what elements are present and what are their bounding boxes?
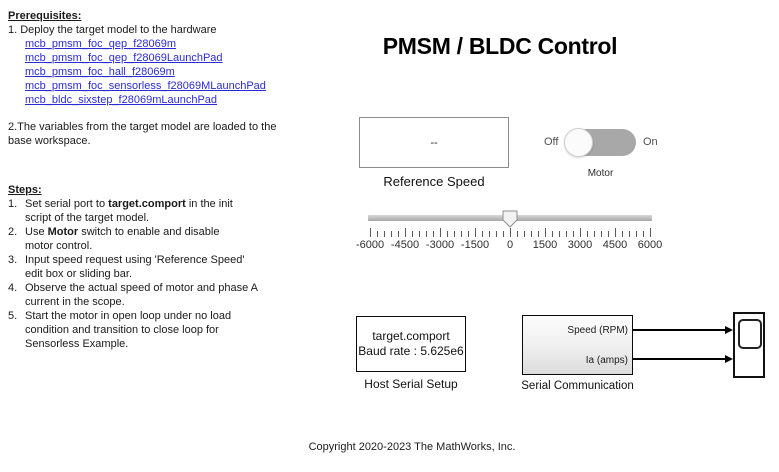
step-item-4: 4.Observe the actual speed of motor and … [8,282,258,308]
slider-tick-label: 0 [506,239,514,251]
slider-tick-label: -6000 [355,239,385,251]
prereq-model-links: mcb_pmsm_foc_qep_f28069m mcb_pmsm_foc_qe… [8,37,338,107]
host-serial-baudrate: Baud rate : 5.625e6 [358,344,464,358]
arrowhead-icon [725,326,733,334]
host-serial-setup-label: Host Serial Setup [364,377,458,391]
link-mcb-pmsm-foc-hall-f28069m[interactable]: mcb_pmsm_foc_hall_f28069m [25,66,175,78]
reference-speed-label: Reference Speed [383,174,485,189]
host-serial-setup-block[interactable]: target.comport Baud rate : 5.625e6 [356,316,466,372]
slider-tick-label: -4500 [390,239,420,251]
prereq-item-2: 2.The variables from the target model ar… [8,121,277,147]
slider-tick-label: -1500 [460,239,490,251]
link-mcb-bldc-sixstep-f28069mlaunchpad[interactable]: mcb_bldc_sixstep_f28069mLaunchPad [25,94,218,106]
slider-tick-label: 4500 [602,239,628,251]
step-item-5: 5.Start the motor in open loop under no … [8,310,232,350]
page-title: PMSM / BLDC Control [382,33,618,59]
slider-ticks [370,228,651,237]
motor-switch-off-label: Off [544,136,559,148]
motor-toggle-knob[interactable] [564,128,593,157]
host-serial-comport: target.comport [372,329,450,343]
step-item-3: 3.Input speed request using 'Reference S… [8,254,245,280]
link-mcb-pmsm-foc-qep-f28069launchpad[interactable]: mcb_pmsm_foc_qep_f28069LaunchPad [25,52,223,64]
serial-communication-label: Serial Communication [521,380,634,392]
speed-slider-thumb[interactable] [502,210,518,228]
link-mcb-pmsm-foc-qep-f28069m[interactable]: mcb_pmsm_foc_qep_f28069m [25,38,177,50]
signal-wire-speed [633,329,726,331]
link-mcb-pmsm-foc-sensorless-f28069mlaunchpad[interactable]: mcb_pmsm_foc_sensorless_f28069MLaunchPad [25,80,266,92]
reference-speed-input[interactable]: -- [359,117,509,168]
copyright-text: Copyright 2020-2023 The MathWorks, Inc. [308,441,516,453]
steps-heading: Steps: [8,184,42,196]
step-item-2: 2.Use Motor switch to enable and disable… [8,226,220,252]
scope-block[interactable] [733,312,765,378]
motor-switch-on-label: On [643,136,658,148]
prereq-item-1: 1. Deploy the target model to the hardwa… [8,24,217,36]
slider-tick-label: 3000 [567,239,593,251]
prerequisites-heading: Prerequisites: [8,10,82,22]
output-port-ia: Ia (amps) [585,355,628,366]
slider-tick-label: 1500 [532,239,558,251]
motor-toggle-switch[interactable] [564,128,636,157]
step-item-1: 1.Set serial port to target.comport in t… [8,198,233,224]
signal-wire-ia [633,358,726,360]
output-port-speed: Speed (RPM) [567,325,628,336]
serial-communication-block[interactable]: Speed (RPM) Ia (amps) [522,315,633,375]
slider-tick-label: -3000 [425,239,455,251]
annotation-text: Prerequisites: 1. Deploy the target mode… [8,9,338,351]
arrowhead-icon [725,355,733,363]
slider-tick-label: 6000 [637,239,663,251]
scope-screen-icon [738,319,762,349]
motor-switch-label: Motor [587,168,614,179]
